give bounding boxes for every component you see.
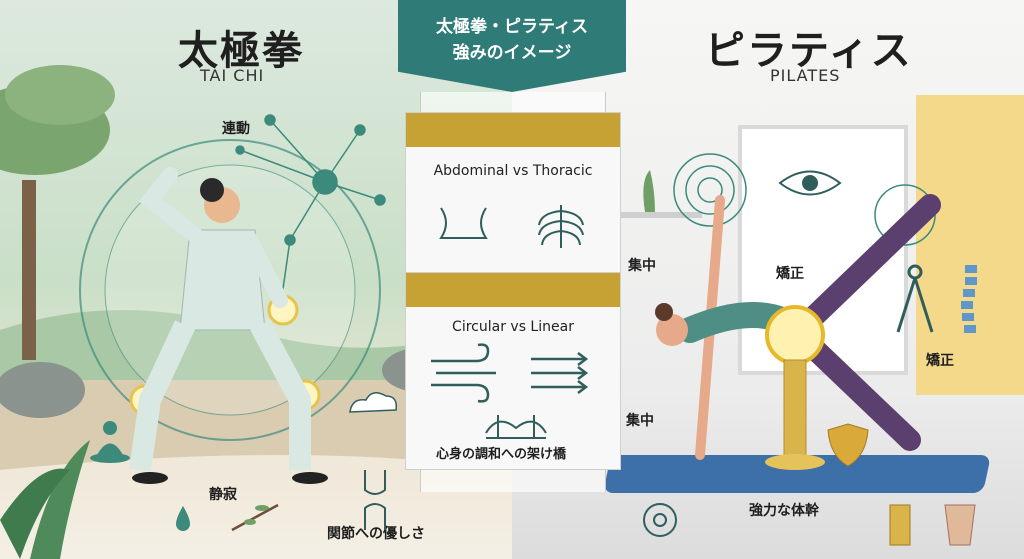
label-joint-kindness: 関節への優しさ	[327, 526, 425, 542]
compass-icon	[896, 264, 934, 333]
knee-joint-icon	[364, 470, 386, 530]
straight-arrows-icon	[531, 352, 589, 394]
plant	[643, 170, 655, 212]
breathing-section: Abdominal vs Thoracic	[405, 112, 621, 274]
pilates-title: ピラティス	[705, 28, 913, 74]
network-graph	[235, 114, 386, 311]
eye-icon	[778, 170, 842, 196]
gold-bar	[406, 273, 620, 307]
banner-line-1: 太極拳・ピラティス	[436, 17, 588, 37]
branch-icon	[231, 503, 279, 532]
movement-label: Circular vs Linear	[452, 319, 574, 335]
torso-core-icon	[944, 504, 976, 546]
column-glow	[765, 305, 825, 470]
energy-circle	[79, 139, 381, 441]
shelf	[612, 212, 702, 218]
gold-bar	[406, 113, 620, 147]
movement-section: Circular vs Linear	[405, 272, 621, 470]
center-banner: 太極拳・ピラティス 強みのイメージ	[398, 0, 626, 92]
target-icon	[643, 503, 677, 537]
reformer-machine	[916, 95, 1024, 395]
rock	[0, 362, 85, 418]
spine-icon	[961, 265, 977, 333]
breathing-label: Abdominal vs Thoracic	[433, 163, 593, 179]
banner-line-2: 強みのイメージ	[452, 43, 572, 63]
tai-chi-subtitle: TAI CHI	[200, 66, 265, 85]
label-alignment-center: 矯正	[776, 266, 804, 282]
tree-trunk	[22, 180, 36, 360]
bridge-label: 心身の調和への架け橋	[436, 447, 567, 462]
tai-chi-figure	[129, 167, 328, 484]
label-focus-bottom: 集中	[626, 413, 654, 429]
tai-chi-title: 太極拳	[178, 28, 304, 74]
label-alignment-right: 矯正	[926, 353, 954, 369]
shield-icon	[827, 423, 869, 467]
label-focus-top: 集中	[628, 258, 656, 274]
bridge-icon	[485, 415, 547, 439]
pilates-subtitle: PILATES	[770, 66, 841, 85]
ribcage-icon	[538, 205, 584, 248]
label-strong-core: 強力な体幹	[749, 503, 819, 519]
label-connection: 連動	[222, 121, 250, 137]
wind-swirl-icon	[431, 343, 496, 403]
cloud-icon	[349, 392, 398, 413]
column-icon	[889, 504, 911, 546]
plant-leaf	[30, 440, 90, 559]
lotus-person-icon	[90, 421, 130, 463]
abdomen-icon	[439, 207, 488, 239]
water-drop-icon	[176, 506, 190, 531]
label-stillness: 静寂	[209, 487, 237, 503]
